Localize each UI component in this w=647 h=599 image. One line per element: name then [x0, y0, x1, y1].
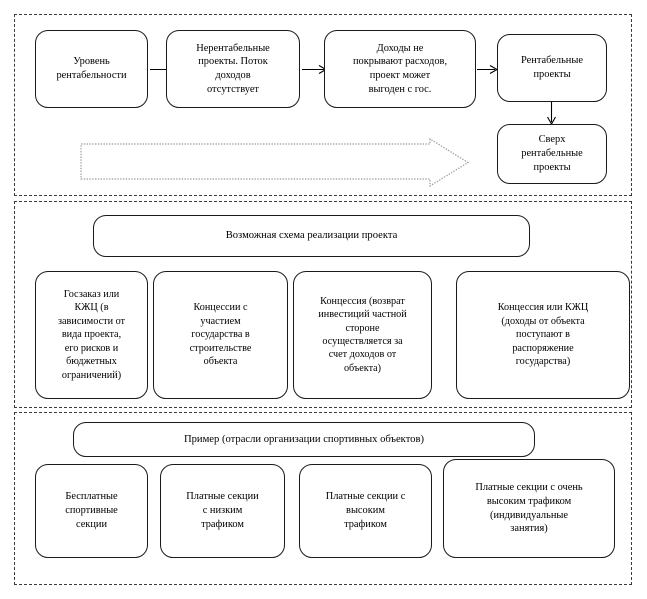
- box-paid-sections-high-traffic[interactable]: Платные секции с высоким трафиком: [299, 464, 432, 558]
- box-label: Концессия (возврат инвестиций частной ст…: [318, 295, 407, 374]
- box-free-sport-sections[interactable]: Бесплатные спортивные секции: [35, 464, 148, 558]
- section-panel-example-sport-objects: [14, 412, 632, 585]
- box-label: Платные секции с высоким трафиком: [325, 491, 406, 530]
- banner-label: Пример (отрасли организации спортивных о…: [183, 433, 425, 445]
- box-income-not-covering-costs[interactable]: Доходы не покрывают расходов, проект мож…: [324, 30, 476, 108]
- box-unprofitable-projects[interactable]: Нерентабельные проекты. Поток доходов от…: [166, 30, 300, 108]
- box-label: Рентабельные проекты: [521, 55, 583, 80]
- box-label: Доходы не покрывают расходов, проект мож…: [352, 42, 448, 95]
- box-label: Сверх рентабельные проекты: [521, 134, 583, 173]
- box-label: Платные секции с очень высоким трафиком …: [475, 482, 583, 535]
- banner-example-sport-objects[interactable]: Пример (отрасли организации спортивных о…: [73, 422, 535, 457]
- box-profitability-level[interactable]: Уровень рентабельности: [35, 30, 148, 108]
- wide-right-arrow-icon: [80, 138, 470, 188]
- box-label: Платные секции с низким трафиком: [186, 491, 259, 530]
- box-paid-sections-low-traffic[interactable]: Платные секции с низким трафиком: [160, 464, 285, 558]
- box-state-order-or-lcc[interactable]: Госзаказ или КЖЦ (в зависимости от вида …: [35, 271, 148, 399]
- box-concession-or-lcc-state-income[interactable]: Концессия или КЖЦ (доходы от объекта пос…: [456, 271, 630, 399]
- box-super-profitable-projects[interactable]: Сверх рентабельные проекты: [497, 124, 607, 184]
- box-profitable-projects[interactable]: Рентабельные проекты: [497, 34, 607, 102]
- box-label: Госзаказ или КЖЦ (в зависимости от вида …: [58, 288, 125, 381]
- section-panel-profitability-levels: [14, 14, 632, 196]
- arrow-3: [477, 64, 499, 75]
- box-label: Уровень рентабельности: [56, 56, 127, 81]
- banner-implementation-scheme[interactable]: Возможная схема реализации проекта: [93, 215, 530, 257]
- section-panel-implementation-scheme: [14, 201, 632, 408]
- box-paid-sections-very-high-traffic[interactable]: Платные секции с очень высоким трафиком …: [443, 459, 615, 558]
- box-label: Бесплатные спортивные секции: [65, 491, 118, 530]
- banner-label: Возможная схема реализации проекта: [225, 230, 398, 242]
- box-concession-private-return[interactable]: Концессия (возврат инвестиций частной ст…: [293, 271, 432, 399]
- box-label: Нерентабельные проекты. Поток доходов от…: [196, 42, 270, 95]
- box-label: Концессия или КЖЦ (доходы от объекта пос…: [497, 302, 589, 368]
- box-concession-with-state-participation[interactable]: Концессии с участием государства в строи…: [153, 271, 288, 399]
- arrow-4-down: [546, 102, 557, 126]
- box-label: Концессии с участием государства в строи…: [189, 302, 252, 368]
